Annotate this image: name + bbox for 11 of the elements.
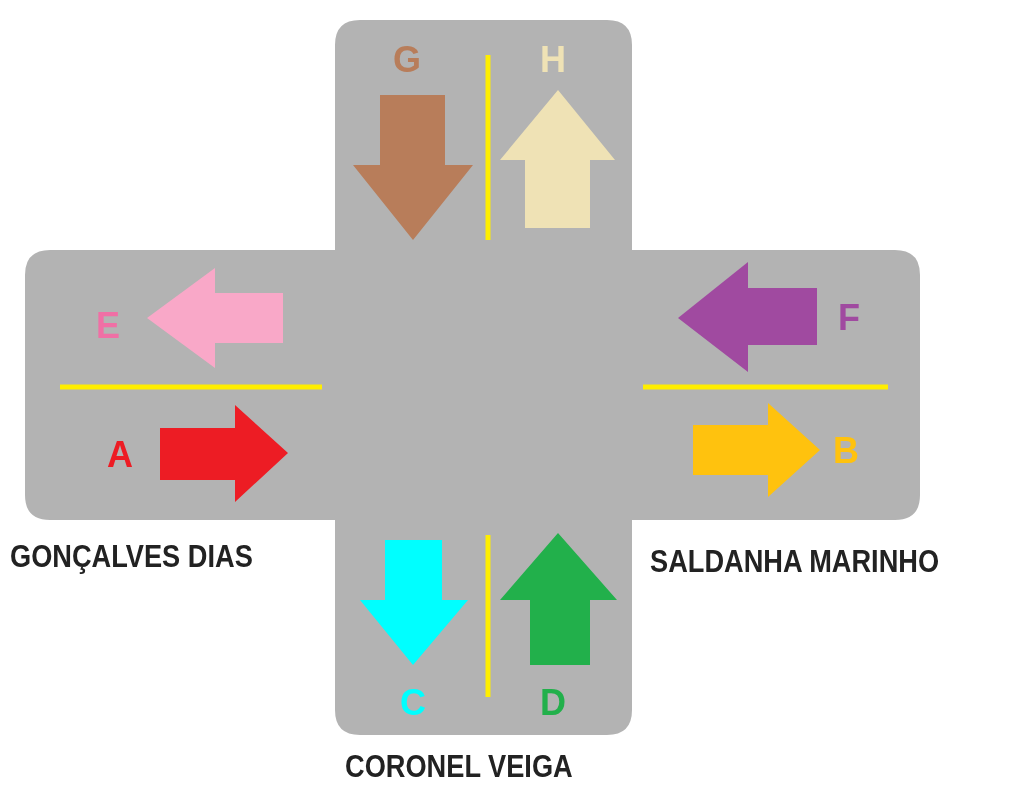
lane-letter: H bbox=[540, 42, 566, 78]
street-name: GONÇALVES DIAS bbox=[10, 540, 253, 572]
lane-letter: E bbox=[96, 308, 120, 344]
lane-letter: F bbox=[838, 300, 860, 336]
lane-letter: B bbox=[833, 433, 859, 469]
lane-letter: G bbox=[393, 42, 421, 78]
street-name: SALDANHA MARINHO bbox=[650, 545, 940, 577]
lane-letter: D bbox=[540, 685, 566, 721]
lane-letter: C bbox=[400, 685, 426, 721]
lane-letter: A bbox=[107, 437, 133, 473]
street-name: CORONEL VEIGA bbox=[345, 750, 573, 782]
